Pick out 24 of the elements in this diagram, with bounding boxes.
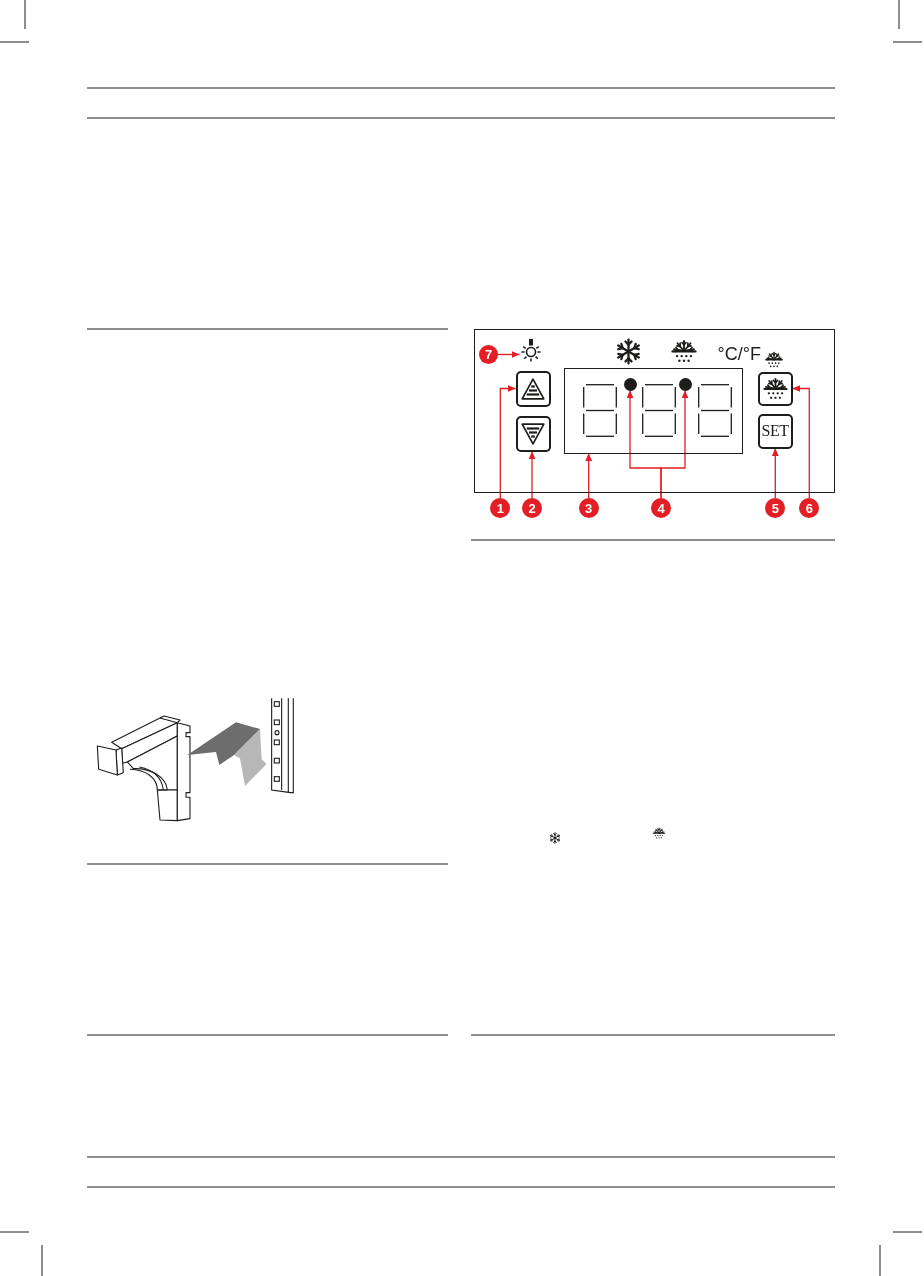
- control-panel: [474, 329, 835, 493]
- leader-line: [771, 447, 779, 499]
- callout-number: 1: [490, 498, 511, 518]
- leader-line: [497, 351, 521, 358]
- callout-number: 6: [799, 498, 820, 518]
- callout-number: 7: [479, 345, 498, 364]
- callout-number: 2: [522, 498, 542, 518]
- leader-line: [660, 389, 689, 499]
- leader-line: [499, 385, 517, 499]
- display-window: [563, 367, 743, 454]
- leader-line: [585, 452, 593, 499]
- indicator-dot-icon: [623, 377, 637, 391]
- callout-number: 5: [765, 498, 786, 518]
- set-button: SET: [757, 413, 793, 449]
- snowflake-button: [757, 371, 793, 406]
- callout-number: 4: [651, 498, 671, 518]
- down-button: [515, 415, 551, 452]
- indicator-dot-icon: [678, 377, 692, 391]
- leader-line: [791, 385, 810, 499]
- light-bulb-icon: [519, 338, 542, 363]
- leader-line: [528, 450, 536, 499]
- unit-label: °C/°F: [717, 344, 761, 363]
- callout-number: 3: [578, 498, 599, 518]
- up-button: [515, 370, 551, 407]
